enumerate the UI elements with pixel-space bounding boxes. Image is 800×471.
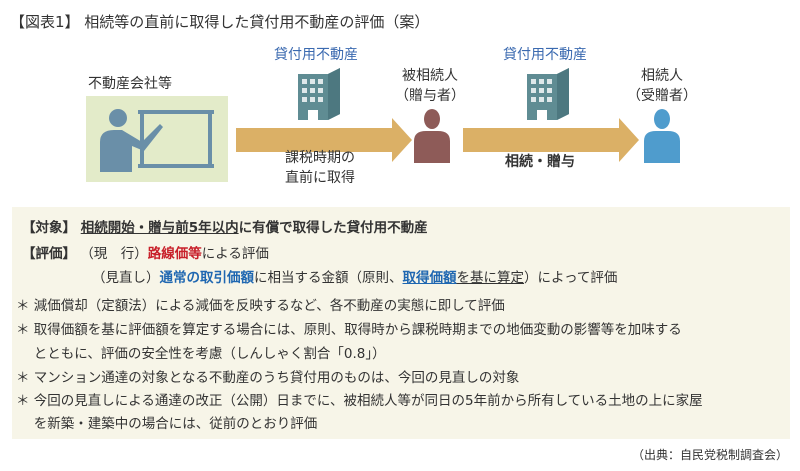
eval-tag: 【評価】 [22, 246, 76, 262]
note-line: を新築・建築中の場合には、従前のとおり評価 [16, 416, 318, 432]
current-red: 路線価等 [147, 246, 202, 262]
target-underlined: 相続開始・贈与前5年以内 [80, 220, 239, 236]
decedent-label: 被相続人 （贈与者） [390, 66, 470, 106]
review-rest: ）によって評価 [524, 270, 618, 286]
heir-person-icon [644, 109, 680, 163]
target-line: 【対象】 相続開始・贈与前5年以内に有償で取得した貸付用不動産 [22, 216, 428, 236]
target-rest: に有償で取得した貸付用不動産 [238, 220, 428, 236]
inheritance-arrow [463, 118, 639, 162]
note-line: ＊ 今回の見直しによる通達の改正（公開）日までに、被相続人等が同日の5年前から所… [16, 393, 703, 409]
arrow2-label: 相続・贈与 [505, 154, 575, 170]
company-box [86, 96, 228, 182]
note-line: とともに、評価の安全性を考慮（しんしゃく割合「0.8」） [16, 346, 386, 362]
review-eval-line: （見直し）通常の取引価額に相当する金額（原則、取得価額を基に算定）によって評価 [92, 266, 617, 286]
decedent-line1: 被相続人 [402, 68, 458, 84]
heir-label: 相続人 （受贈者） [622, 66, 702, 106]
source-note: （出典：自民党税制調査会） [631, 448, 788, 462]
property-label-1: 貸付用不動産 [274, 47, 358, 63]
company-label: 不動産会社等 [88, 76, 172, 92]
note-line: ＊ 取得価額を基に評価額を算定する場合には、原則、取得時から課税時期までの地価変… [16, 322, 682, 338]
arrow1-line1: 課税時期の [285, 150, 355, 166]
building-icon [527, 68, 569, 120]
note-line: ＊ マンション通達の対象となる不動産のうち貸付用のものは、今回の見直しの対象 [16, 370, 520, 386]
figure-title: 【図表1】 相続等の直前に取得した貸付用不動産の評価（案） [10, 13, 430, 31]
presenter-icon [100, 109, 214, 172]
review-mid: に相当する金額（原則、 [254, 270, 403, 286]
review-tag: （見直し） [92, 270, 160, 286]
review-underlined: を基に算定 [456, 270, 525, 286]
property-label-2: 貸付用不動産 [503, 47, 587, 63]
arrow1-label: 課税時期の 直前に取得 [270, 148, 370, 188]
target-tag: 【対象】 [22, 220, 76, 236]
review-blue: 通常の取引価額 [159, 270, 255, 286]
current-rest: による評価 [201, 246, 269, 262]
info-box [12, 207, 790, 439]
current-eval-line: 【評価】 （現 行）路線価等による評価 [22, 242, 269, 262]
heir-line2: （受贈者） [627, 88, 697, 104]
acquisition-arrow [236, 118, 412, 162]
current-tag: （現 行） [80, 246, 148, 262]
building-icon [298, 68, 340, 120]
arrow1-line2: 直前に取得 [285, 170, 355, 186]
review-blue2: 取得価額 [402, 270, 457, 286]
note-line: ＊ 減価償却（定額法）による減価を反映するなど、各不動産の実態に即して評価 [16, 298, 505, 314]
decedent-line2: （贈与者） [395, 88, 465, 104]
heir-line1: 相続人 [641, 68, 683, 84]
decedent-person-icon [414, 109, 450, 163]
